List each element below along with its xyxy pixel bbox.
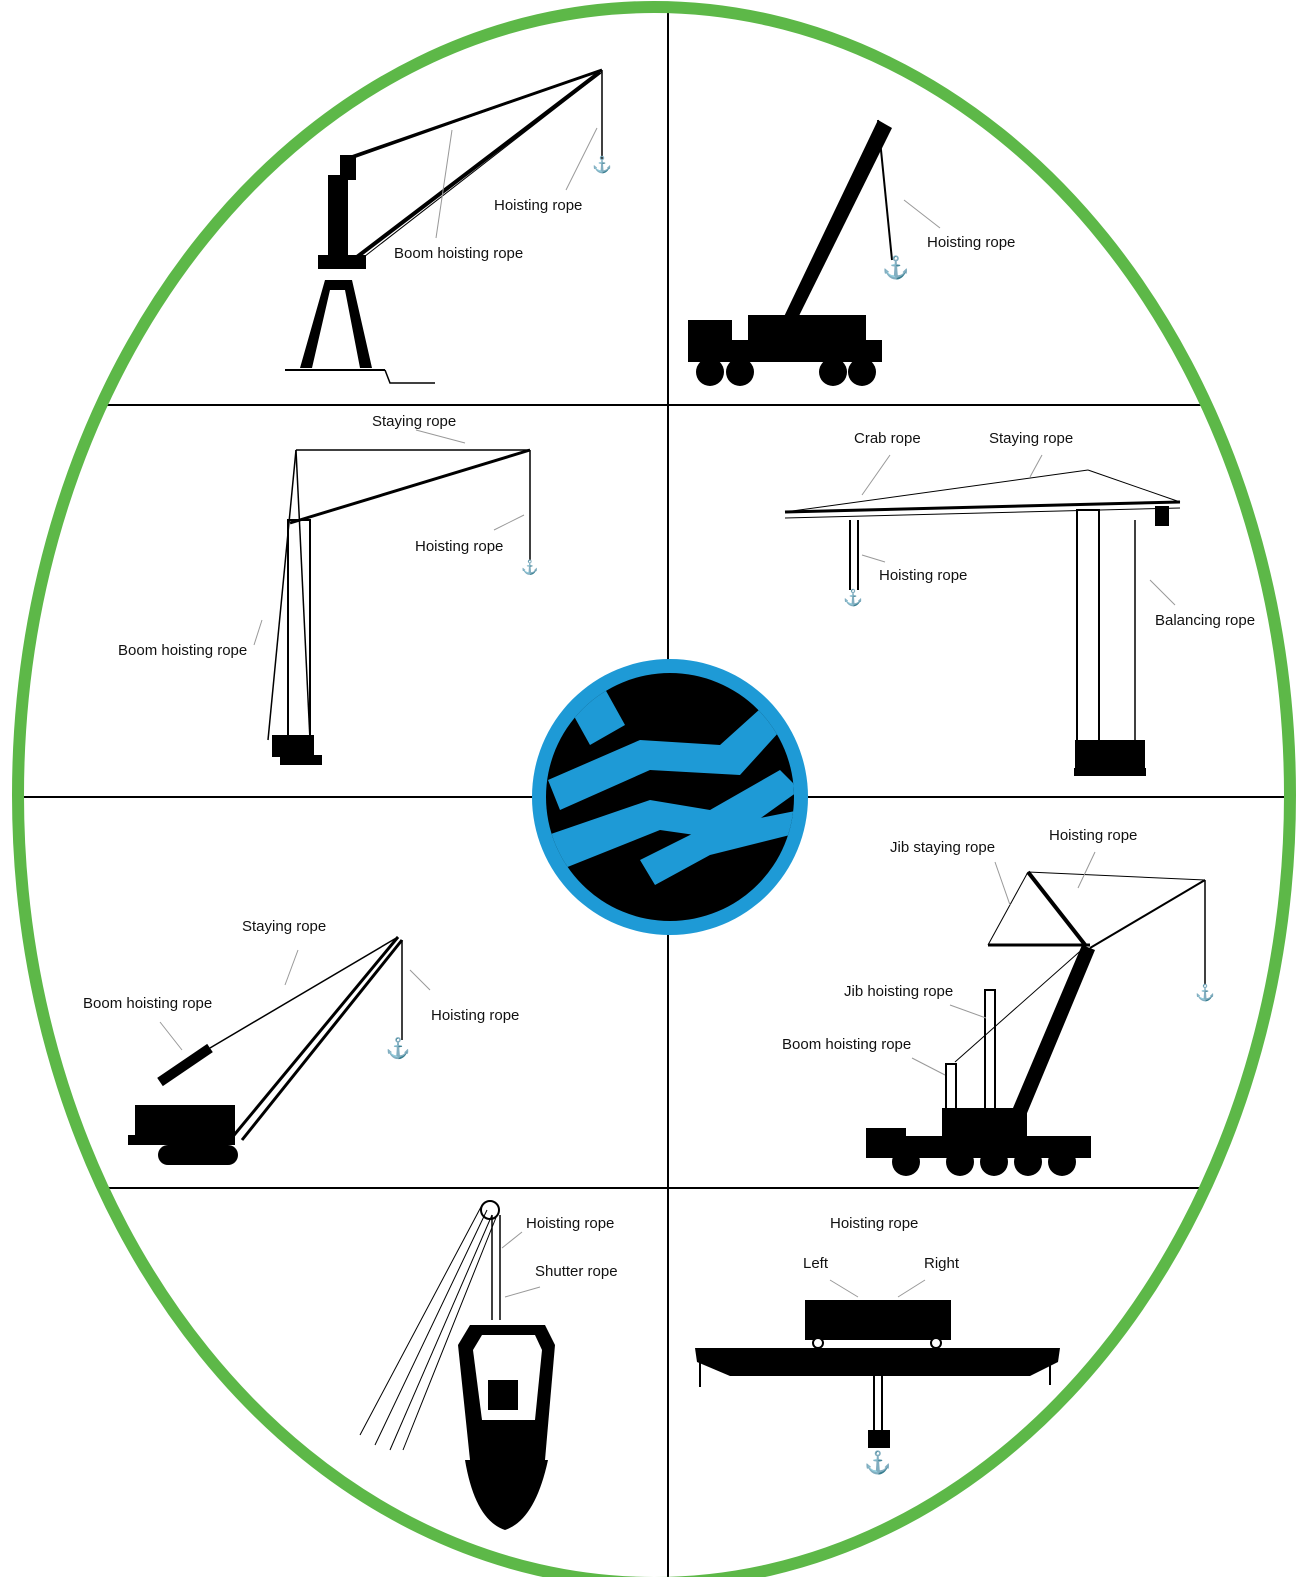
grab-shutter-label: Shutter rope xyxy=(535,1263,618,1280)
overhead-hoisting-label: Hoisting rope xyxy=(830,1215,918,1232)
truck-hoisting-label: Hoisting rope xyxy=(927,234,1015,251)
grab-bucket xyxy=(359,1200,555,1530)
oval-frame xyxy=(12,1,1296,1577)
overhead-left-label: Left xyxy=(803,1255,829,1272)
portal-hoisting-label: Hoisting rope xyxy=(494,197,582,214)
svg-text:⚓: ⚓ xyxy=(1195,983,1215,1002)
tower-left-hoisting-label: Hoisting rope xyxy=(415,538,503,555)
tower-right-crab-label: Crab rope xyxy=(854,430,921,447)
mobile-crane-with-jib: ⚓ xyxy=(866,851,1215,1176)
mobile-boom-hoisting-label: Boom hoisting rope xyxy=(782,1036,911,1053)
svg-text:⚓: ⚓ xyxy=(864,1450,891,1475)
overhead-crane: ⚓ xyxy=(695,1279,1060,1475)
luffing-tower-crane: ⚓ xyxy=(253,429,539,765)
tower-left-staying-label: Staying rope xyxy=(372,413,456,430)
svg-text:⚓: ⚓ xyxy=(592,155,612,174)
svg-text:⚓: ⚓ xyxy=(882,255,909,280)
overhead-right-label: Right xyxy=(924,1255,960,1272)
grab-hoisting-label: Hoisting rope xyxy=(526,1215,614,1232)
mobile-hoisting-label: Hoisting rope xyxy=(1049,827,1137,844)
tower-right-staying-label: Staying rope xyxy=(989,430,1073,447)
portal-boom-hoisting-label: Boom hoisting rope xyxy=(394,245,523,262)
svg-text:⚓: ⚓ xyxy=(386,1036,411,1060)
crawler-staying-label: Staying rope xyxy=(242,918,326,935)
tower-right-hoisting-label: Hoisting rope xyxy=(879,567,967,584)
svg-text:⚓: ⚓ xyxy=(521,559,538,576)
crawler-hoisting-label: Hoisting rope xyxy=(431,1007,519,1024)
crawler-crane: ⚓ xyxy=(128,936,431,1165)
tower-left-boom-hoisting-label: Boom hoisting rope xyxy=(118,642,247,659)
mobile-jib-staying-label: Jib staying rope xyxy=(890,839,995,856)
truck-crane: ⚓ xyxy=(688,119,941,386)
hammerhead-tower-crane: ⚓ xyxy=(784,454,1181,776)
mobile-jib-hoisting-label: Jib hoisting rope xyxy=(844,983,953,1000)
tower-right-balancing-label: Balancing rope xyxy=(1155,612,1255,629)
svg-text:⚓: ⚓ xyxy=(843,588,863,607)
crawler-boom-hoisting-label: Boom hoisting rope xyxy=(83,995,212,1012)
rope-logo xyxy=(532,659,808,935)
portal-crane: ⚓ xyxy=(285,68,612,384)
